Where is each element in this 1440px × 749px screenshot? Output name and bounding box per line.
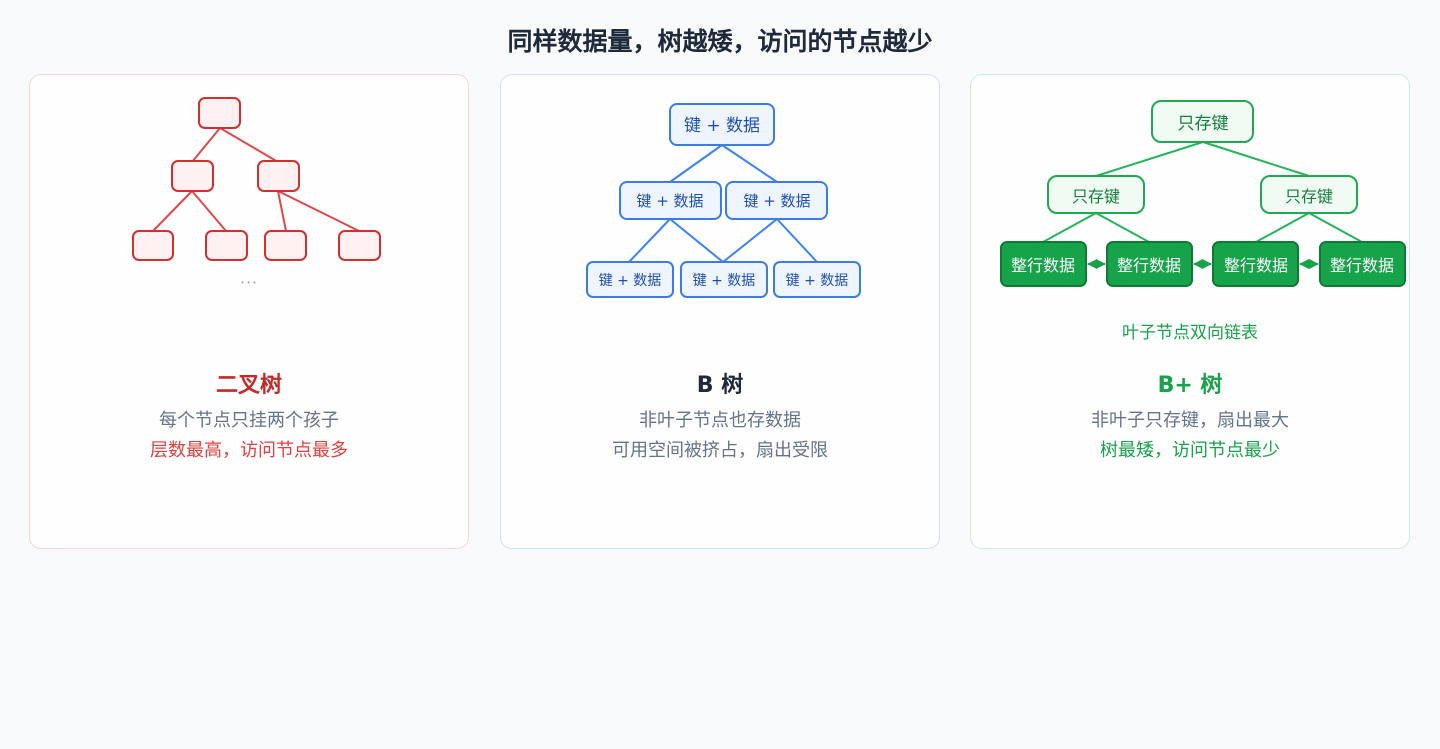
node-label: 键 + 数据 — [599, 273, 662, 289]
tree-edge — [1095, 212, 1150, 243]
node-label: 键 + 数据 — [693, 273, 756, 289]
binary-tree-card: ··· 二叉树 每个节点只挂两个孩子 层数最高，访问节点最多 — [29, 74, 469, 549]
leaf-node — [1106, 241, 1193, 287]
tree-edge — [1042, 212, 1097, 243]
tree-edge — [1202, 141, 1310, 177]
tree-edge — [721, 144, 778, 183]
tree-node — [198, 97, 241, 129]
tree-edge — [669, 144, 723, 183]
tree-node — [1047, 175, 1145, 214]
card-description: 非叶子节点也存数据 — [639, 410, 801, 431]
b-plus-tree-diagram: 只存键 只存键 只存键 整行数据 整行数据 整行数据 整行数据 — [1000, 100, 1406, 287]
binary-tree-diagram — [132, 97, 381, 261]
ellipsis: ··· — [239, 273, 259, 292]
node-label: 只存键 — [1178, 114, 1229, 134]
card-description: 非叶子只存键，扇出最大 — [1091, 410, 1289, 431]
card-note: 可用空间被挤占，扇出受限 — [612, 440, 828, 461]
card-note: 树最矮，访问节点最少 — [1100, 440, 1280, 461]
tree-node — [1260, 175, 1358, 214]
leaf-label: 整行数据 — [1224, 256, 1288, 275]
leaf-node — [1000, 241, 1087, 287]
tree-node — [205, 230, 248, 261]
card-title: B+ 树 — [1157, 373, 1223, 398]
tree-node — [619, 181, 722, 220]
leaf-label: 整行数据 — [1117, 256, 1181, 275]
tree-node — [680, 261, 768, 298]
tree-edge — [722, 218, 778, 263]
node-label: 键 + 数据 — [743, 192, 810, 210]
node-label: 键 + 数据 — [684, 116, 760, 136]
tree-node — [264, 230, 307, 261]
tree-node — [773, 261, 861, 298]
tree-node — [669, 103, 775, 146]
tree-node — [725, 181, 828, 220]
tree-node — [257, 160, 300, 192]
node-label: 键 + 数据 — [636, 192, 703, 210]
tree-edge — [1255, 212, 1310, 243]
tree-edge — [669, 218, 724, 263]
card-title: 二叉树 — [215, 373, 282, 398]
tree-edge — [191, 127, 221, 163]
tree-edge — [152, 190, 193, 232]
page-title: 同样数据量，树越矮，访问的节点越少 — [507, 27, 933, 56]
tree-edge — [628, 218, 671, 263]
b-tree-diagram: 键 + 数据 键 + 数据 键 + 数据 键 + 数据 键 + 数据 键 + 数… — [586, 103, 861, 298]
card-description: 每个节点只挂两个孩子 — [159, 410, 339, 431]
tree-node — [171, 160, 214, 192]
tree-edge — [219, 127, 279, 163]
leaf-link-caption: 叶子节点双向链表 — [1122, 323, 1258, 343]
tree-edge — [776, 218, 818, 263]
card-note: 层数最高，访问节点最多 — [150, 440, 348, 461]
b-tree-card: 键 + 数据 键 + 数据 键 + 数据 键 + 数据 键 + 数据 键 + 数… — [500, 74, 940, 549]
b-plus-tree-card: 只存键 只存键 只存键 整行数据 整行数据 整行数据 整行数据 叶子节点双向链表… — [970, 74, 1410, 549]
leaf-node — [1212, 241, 1299, 287]
tree-edge — [277, 190, 360, 232]
leaf-node — [1319, 241, 1406, 287]
tree-node — [1151, 100, 1254, 143]
leaf-label: 整行数据 — [1330, 256, 1394, 275]
tree-edge — [1095, 141, 1204, 177]
tree-edge — [277, 190, 287, 232]
node-label: 只存键 — [1285, 187, 1333, 206]
node-label: 只存键 — [1072, 187, 1120, 206]
tree-node — [586, 261, 674, 298]
leaf-label: 整行数据 — [1011, 256, 1075, 275]
tree-node — [132, 230, 174, 261]
node-label: 键 + 数据 — [786, 273, 849, 289]
tree-edge — [191, 190, 227, 232]
tree-node — [338, 230, 381, 261]
card-title: B 树 — [696, 373, 744, 398]
tree-edge — [1308, 212, 1363, 243]
